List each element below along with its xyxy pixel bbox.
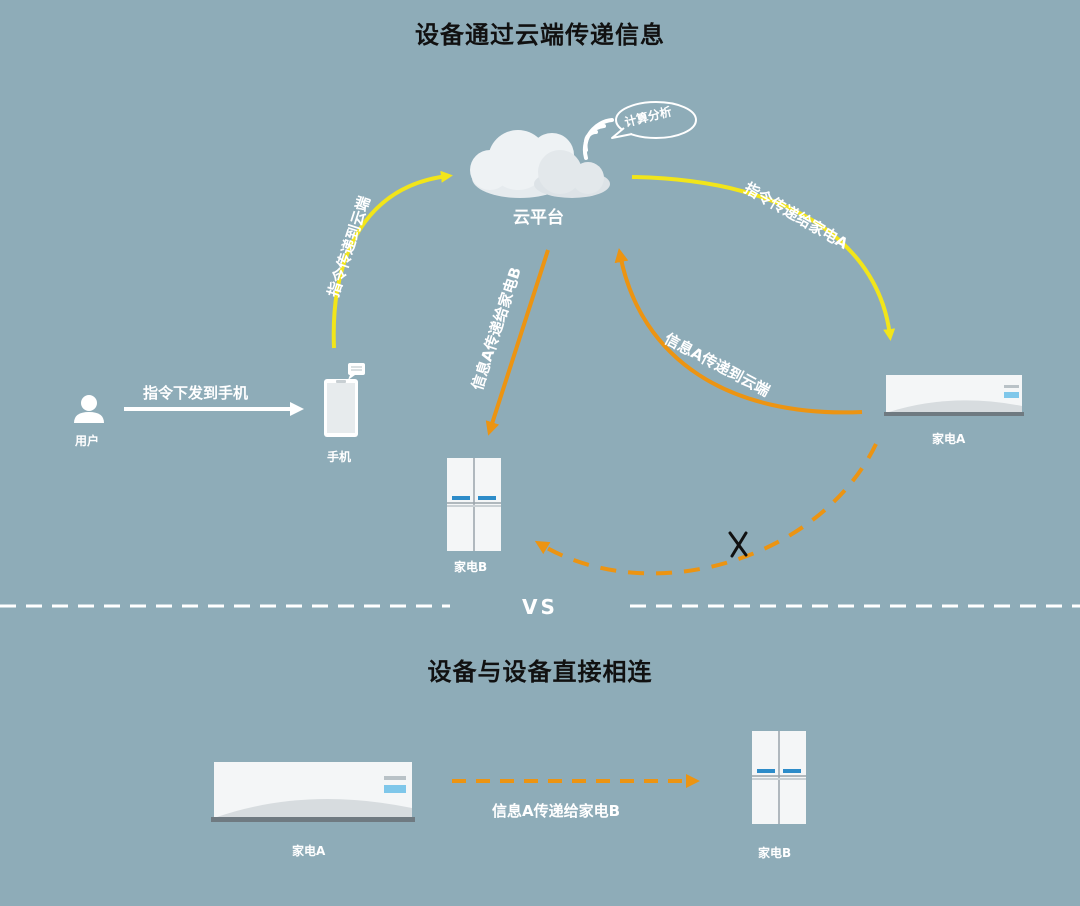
bottom-appliance-b-icon	[752, 731, 806, 824]
appliance-a-label: 家电A	[932, 432, 966, 446]
wifi-signal-icon	[582, 118, 614, 160]
cloud-label: 云平台	[513, 208, 564, 228]
top-title: 设备通过云端传递信息	[415, 21, 665, 49]
cloud-to-a-arrow	[631, 175, 896, 341]
blocked-x-icon	[728, 531, 748, 558]
appliance-a-icon	[884, 375, 1024, 416]
cloud-to-b-arrow	[485, 249, 550, 436]
bottom-a-to-b-label: 信息A传递给家电B	[492, 802, 621, 820]
cloud-icon	[470, 130, 610, 198]
user-icon	[74, 395, 104, 423]
bottom-appliance-a-label: 家电A	[292, 844, 326, 858]
phone-to-cloud-arrow	[331, 170, 453, 349]
user-label: 用户	[75, 434, 100, 448]
phone-label: 手机	[327, 450, 352, 464]
appliance-b-label: 家电B	[454, 560, 488, 574]
phone-icon	[324, 379, 358, 437]
compute-bubble-icon	[611, 101, 697, 139]
a-to-cloud-arrow	[614, 248, 863, 415]
vs-label: VS	[522, 595, 558, 619]
bottom-appliance-a-icon	[211, 762, 415, 822]
user-to-phone-label: 指令下发到手机	[143, 384, 249, 402]
a-to-b-dashed-arrow	[534, 443, 878, 576]
bottom-appliance-b-label: 家电B	[758, 846, 792, 860]
appliance-b-icon	[447, 458, 501, 551]
notification-bubble-icon	[348, 363, 365, 380]
bottom-title: 设备与设备直接相连	[427, 658, 653, 686]
